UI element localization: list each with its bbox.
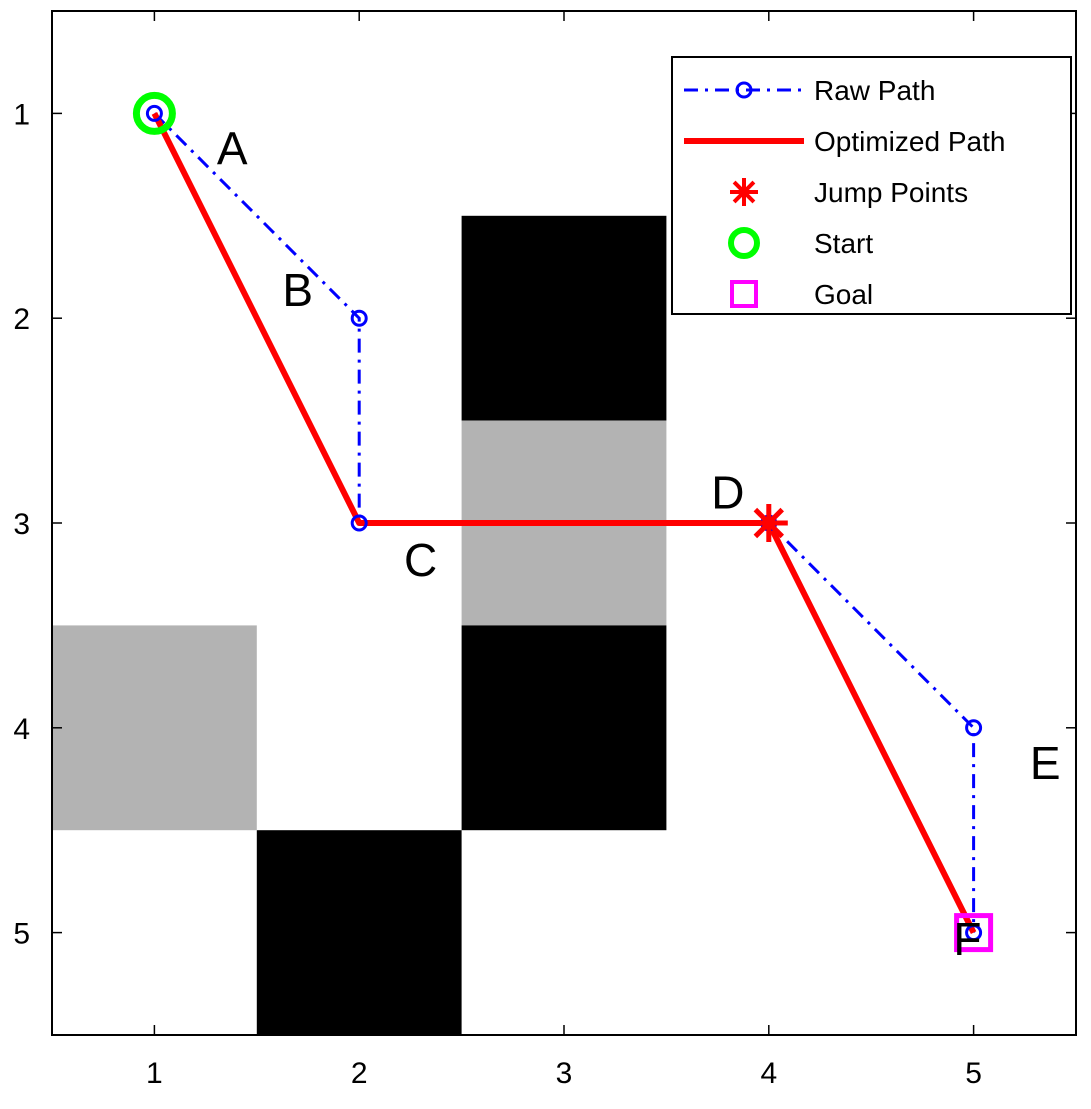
legend-entry-0: Raw Path	[684, 75, 935, 106]
goal-marker	[954, 913, 994, 953]
legend-entry-2: Jump Points	[730, 177, 968, 208]
legend-label-3: Start	[814, 228, 873, 259]
grid-cell-2	[52, 625, 257, 831]
y-tick-label-4: 4	[13, 713, 30, 746]
y-tick-label-3: 3	[13, 508, 30, 541]
legend-jump-marker	[730, 178, 758, 206]
legend-label-2: Jump Points	[814, 177, 968, 208]
grid-cell-0	[461, 215, 667, 421]
axis-ticks: 1 2 3 4 5 1 2 3 4 5	[13, 11, 1076, 1090]
point-label-f: F	[953, 913, 981, 965]
optimized-path-line	[151, 112, 977, 934]
point-label-a: A	[217, 122, 248, 174]
grid-cell-4	[256, 830, 462, 1035]
y-tick-label-5: 5	[13, 918, 30, 951]
x-tick-label-2: 2	[351, 1057, 368, 1090]
grid-cell-3	[461, 625, 667, 831]
point-label-e: E	[1030, 737, 1061, 789]
plot-series	[132, 91, 994, 953]
legend-entry-4: Goal	[730, 279, 873, 310]
jump-point-0-stroke	[753, 507, 785, 539]
x-tick-label-5: 5	[965, 1057, 982, 1090]
raw-path-point-4	[965, 719, 983, 737]
x-tick-label-1: 1	[146, 1057, 163, 1090]
legend-entry-1: Optimized Path	[684, 126, 1005, 157]
y-tick-label-2: 2	[13, 303, 30, 336]
legend-label-0: Raw Path	[814, 75, 935, 106]
legend-label-1: Optimized Path	[814, 126, 1005, 157]
start-marker	[132, 91, 176, 135]
raw-path-point-1	[350, 309, 368, 327]
raw-path-point-2	[350, 514, 368, 532]
raw-path-point-0	[145, 104, 163, 122]
y-tick-label-1: 1	[13, 98, 30, 131]
point-annotations: A B C D E F	[217, 122, 1061, 965]
jump-point-0	[749, 504, 788, 542]
point-label-c: C	[404, 534, 437, 586]
point-label-d: D	[711, 467, 744, 519]
x-tick-label-4: 4	[760, 1057, 777, 1090]
legend-entry-3: Start	[728, 227, 873, 259]
legend-label-4: Goal	[814, 279, 873, 310]
legend-jump-marker-stroke	[732, 180, 756, 204]
point-label-b: B	[282, 264, 313, 316]
x-tick-label-3: 3	[556, 1057, 573, 1090]
legend-raw-marker	[735, 81, 753, 99]
legend-goal-marker	[730, 280, 758, 308]
raw-path-point-5	[965, 924, 983, 942]
legend-start-marker	[728, 227, 760, 259]
